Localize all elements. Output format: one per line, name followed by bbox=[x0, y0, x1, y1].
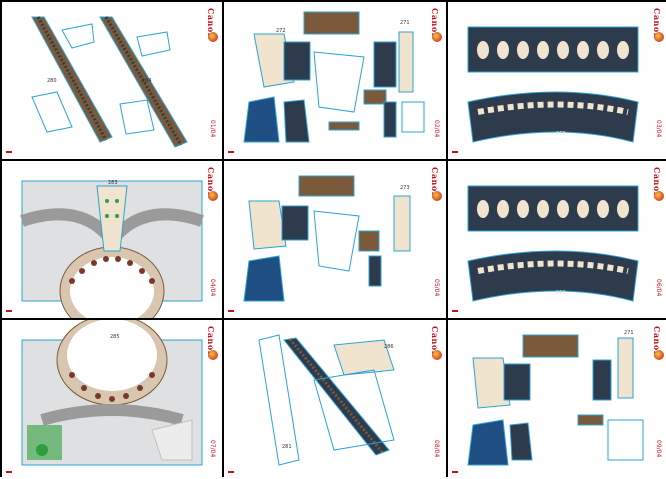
emblem-icon bbox=[654, 32, 664, 42]
emblem-icon bbox=[208, 32, 218, 42]
part-label: 283 bbox=[108, 180, 118, 186]
sheet-number: 05/04 bbox=[433, 278, 440, 296]
sheet-number: 09/04 bbox=[655, 439, 662, 457]
part-label: 281 bbox=[282, 444, 292, 450]
emblem-icon bbox=[432, 350, 442, 360]
sheet-number: 04/04 bbox=[209, 278, 216, 296]
papercraft-sheet-6[interactable]: 269 Canon 06/04 bbox=[448, 161, 666, 318]
sheet-number: 03/04 bbox=[655, 119, 662, 137]
sheet-number: 07/04 bbox=[209, 439, 216, 457]
part-label: 271 bbox=[400, 20, 410, 26]
registration-mark bbox=[452, 151, 458, 153]
brand-logo: Canon bbox=[652, 326, 662, 358]
emblem-icon bbox=[654, 350, 664, 360]
brand-logo: Canon bbox=[206, 8, 216, 40]
registration-mark bbox=[6, 151, 12, 153]
sheet-1-parts: 280 284 bbox=[31, 16, 188, 148]
emblem-icon bbox=[432, 191, 442, 201]
part-label: 284 bbox=[142, 78, 152, 84]
sheet-4-parts: 283 bbox=[20, 180, 204, 318]
sheet-9-parts: 271 bbox=[467, 330, 644, 466]
sheet-number: 02/04 bbox=[433, 119, 440, 137]
brand-logo: Canon bbox=[206, 326, 216, 358]
registration-mark bbox=[452, 310, 458, 312]
frame-part bbox=[31, 23, 171, 135]
registration-mark bbox=[6, 310, 12, 312]
part-label: 272 bbox=[276, 28, 286, 34]
emblem-icon bbox=[654, 191, 664, 201]
part-label: 280 bbox=[47, 78, 57, 84]
part-label: 286 bbox=[384, 344, 394, 350]
brand-logo: Canon bbox=[430, 167, 440, 199]
sheet-8-parts: 286 281 bbox=[258, 334, 395, 466]
registration-mark bbox=[228, 471, 234, 473]
part-label: 273 bbox=[400, 185, 410, 191]
sheet-5-parts: 273 bbox=[243, 175, 411, 302]
papercraft-sheet-9[interactable]: 271 Canon 09/04 bbox=[448, 320, 666, 479]
registration-mark bbox=[228, 151, 234, 153]
strip-part bbox=[31, 16, 113, 143]
sheet-2-parts: 272 271 bbox=[243, 11, 425, 143]
brand-logo: Canon bbox=[206, 167, 216, 199]
papercraft-sheet-3[interactable]: 269 Canon 03/04 bbox=[448, 2, 666, 159]
sheet-number: 08/04 bbox=[433, 439, 440, 457]
papercraft-sheet-1[interactable]: 280 284 Canon 01/04 bbox=[2, 2, 222, 159]
part-label: 269 bbox=[556, 131, 566, 137]
sheet-7-parts: 285 bbox=[21, 320, 203, 466]
brand-logo: Canon bbox=[652, 167, 662, 199]
part-label: 269 bbox=[556, 290, 566, 296]
papercraft-sheet-7[interactable]: 285 Canon 07/04 bbox=[2, 320, 222, 479]
sheet-3-parts: 269 bbox=[467, 26, 639, 143]
papercraft-sheet-8[interactable]: 286 281 Canon 08/04 bbox=[224, 320, 446, 479]
papercraft-sheet-5[interactable]: 273 Canon 05/04 bbox=[224, 161, 446, 318]
sheet-6-parts: 269 bbox=[467, 185, 639, 302]
part-label: 271 bbox=[624, 330, 634, 336]
sheet-number: 01/04 bbox=[209, 119, 216, 137]
registration-mark bbox=[228, 310, 234, 312]
arch-row bbox=[467, 26, 639, 73]
registration-mark bbox=[6, 471, 12, 473]
brand-logo: Canon bbox=[430, 8, 440, 40]
brand-logo: Canon bbox=[430, 326, 440, 358]
part-label: 285 bbox=[110, 334, 120, 340]
registration-mark bbox=[452, 471, 458, 473]
strip-part bbox=[99, 16, 188, 148]
sheet-number: 06/04 bbox=[655, 278, 662, 296]
papercraft-sheet-4[interactable]: 283 Canon 04/04 bbox=[2, 161, 222, 318]
brand-logo: Canon bbox=[652, 8, 662, 40]
papercraft-sheet-2[interactable]: 272 271 Canon 02/04 bbox=[224, 2, 446, 159]
emblem-icon bbox=[208, 191, 218, 201]
emblem-icon bbox=[208, 350, 218, 360]
emblem-icon bbox=[432, 32, 442, 42]
